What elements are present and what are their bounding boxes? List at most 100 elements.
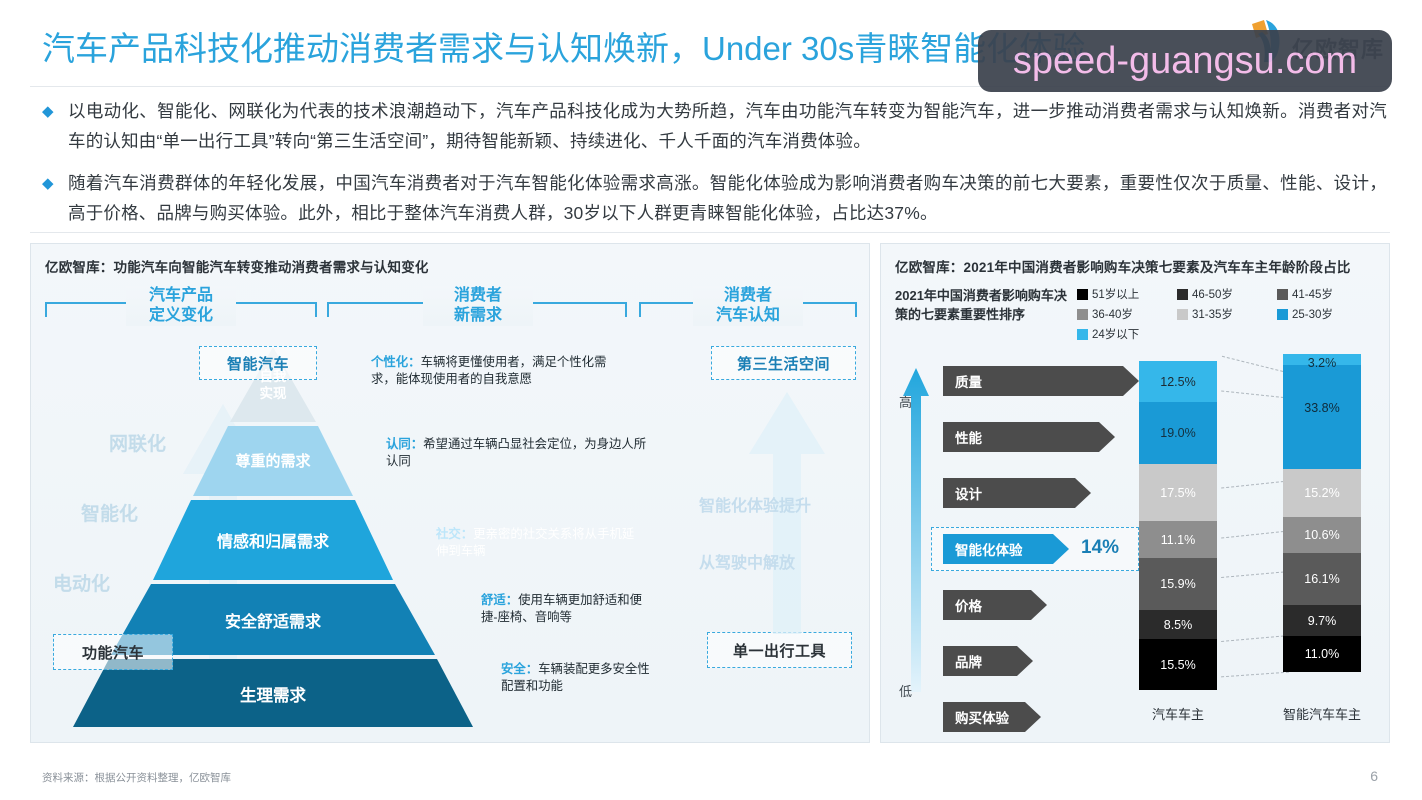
bar-segment: 10.6% [1283, 517, 1361, 553]
right-panel-caption: 亿欧智库：2021年中国消费者影响购车决策七要素及汽车车主年龄阶段占比 [895, 260, 1351, 275]
tag-function-car: 功能汽车 [53, 634, 173, 670]
tag-third-space-label: 第三生活空间 [736, 355, 830, 373]
bar-segment: 17.5% [1139, 464, 1217, 521]
note-2: 社交：更亲密的社交关系将从手机延伸到车辆 [436, 527, 635, 558]
factor-label-2: 性能 [955, 431, 982, 446]
bar-segment: 15.2% [1283, 469, 1361, 517]
note-1-key: 认同 [386, 437, 411, 451]
note-2-text: 更亲密的社交关系将从手机延伸到车辆 [436, 527, 635, 558]
bar-segment-value: 10.6% [1304, 528, 1340, 542]
pyramid-level-2: 安全舒适需求 [224, 614, 321, 631]
legend-item: 24岁以下 [1077, 326, 1177, 342]
pyramid-level-1: 生理需求 [240, 687, 306, 705]
bar-segment-value: 8.5% [1163, 617, 1193, 632]
bar-segment: 11.1% [1139, 521, 1217, 558]
section-header-1: 汽车产品 定义变化 [126, 286, 236, 326]
note-1-text: 希望通过车辆凸显社会定位，为身边人所认同 [386, 437, 647, 468]
bar-segment: 9.7% [1283, 605, 1361, 636]
factor-row-6: 品牌 [943, 646, 1033, 676]
left-diagram-panel: 亿欧智库：功能汽车向智能汽车转变推动消费者需求与认知变化 汽车产品 定义变化 消… [30, 243, 870, 743]
legend-item: 41-45岁 [1277, 286, 1377, 302]
bar-segment: 11.0% [1283, 636, 1361, 672]
legend-swatch [1077, 308, 1088, 320]
ghost-word-1: 智能化 [81, 504, 139, 525]
bar-segment-value: 16.1% [1304, 572, 1340, 586]
legend-label: 25-30岁 [1292, 309, 1333, 321]
legend-swatch [1177, 308, 1188, 320]
tag-third-space: 第三生活空间 [711, 346, 856, 380]
legend-swatch [1077, 288, 1088, 300]
bar-segment-value: 11.0% [1304, 647, 1340, 661]
note-4: 安全：车辆装配更多安全性配置和功能 [501, 662, 650, 693]
factor-label-1: 质量 [955, 375, 982, 390]
section-header-2: 消费者 新需求 [423, 286, 533, 326]
legend-item: 46-50岁 [1177, 286, 1277, 302]
axis-high-label: 高 [899, 395, 913, 410]
note-0-text: 车辆将更懂使用者，满足个性化需求，能体现使用者的自我意愿 [371, 355, 607, 386]
header-divider [30, 86, 1390, 87]
legend-label: 41-45岁 [1292, 289, 1333, 301]
bar-segment-value: 15.9% [1160, 577, 1196, 591]
axis-low-label: 低 [899, 684, 913, 699]
connector-line [1221, 355, 1289, 374]
bar-segment-value: 9.7% [1307, 613, 1337, 628]
bar-segment-value: 15.5% [1160, 657, 1196, 672]
connector-line [1221, 571, 1289, 578]
bar-segment: 8.5% [1139, 610, 1217, 639]
background-arrow-right-icon [749, 392, 825, 634]
legend-swatch [1277, 288, 1288, 300]
ghost-word-0: 网联化 [109, 434, 167, 455]
legend-swatch [1177, 288, 1188, 300]
legend-item: 25-30岁 [1277, 306, 1377, 322]
note-2-key: 社交 [436, 527, 461, 541]
bullet-item: ◆ 以电动化、智能化、网联化为代表的技术浪潮趋动下，汽车产品科技化成为大势所趋，… [42, 96, 1387, 156]
factor-label-6: 品牌 [955, 655, 982, 670]
section-header-3: 消费者 汽车认知 [693, 286, 803, 326]
section-header-2-line1: 消费者 [453, 287, 502, 304]
watermark-overlay: speed-guangsu.com [978, 30, 1392, 92]
bar-segment-value: 19.0% [1160, 426, 1196, 440]
bar-segment-value: 33.8% [1304, 401, 1340, 415]
diamond-bullet-icon: ◆ [42, 103, 54, 120]
connector-line [1221, 635, 1289, 642]
legend-label: 31-35岁 [1192, 309, 1233, 321]
tag-smart-car-label: 智能汽车 [226, 355, 289, 373]
bar-segment: 19.0% [1139, 402, 1217, 464]
tag-single-tool: 单一出行工具 [707, 632, 852, 668]
factor-row-2: 性能 [943, 422, 1115, 452]
legend-label: 36-40岁 [1092, 309, 1133, 321]
legend-swatch [1077, 328, 1088, 340]
bullet-text: 随着汽车消费群体的年轻化发展，中国汽车消费者对于汽车智能化体验需求高涨。智能化体… [68, 173, 1387, 223]
factor-row-3: 设计 [943, 478, 1091, 508]
legend-label: 46-50岁 [1192, 289, 1233, 301]
legend-item: 36-40岁 [1077, 306, 1177, 322]
ghost-word-right-0: 智能化体验提升 [699, 498, 812, 515]
bar-segment-value: 11.1% [1160, 532, 1196, 547]
bar-segment: 16.1% [1283, 553, 1361, 605]
section-header-1-line1: 汽车产品 [148, 287, 213, 304]
pyramid-level-3: 情感和归属需求 [216, 534, 329, 551]
pyramid-shape [73, 347, 473, 727]
pyramid-level-5-line2: 实现 [259, 386, 287, 401]
source-note: 资料来源：根据公开资料整理，亿欧智库 [42, 772, 231, 784]
section-header-1-line2: 定义变化 [148, 307, 213, 324]
ghost-word-right-1: 从驾驶中解放 [699, 555, 796, 572]
section-header-3-line1: 消费者 [723, 287, 772, 304]
tag-function-car-label: 功能汽车 [81, 644, 144, 662]
factor-row-5: 价格 [943, 590, 1047, 620]
pyramid-level-4: 尊重的需求 [235, 452, 311, 470]
legend-swatch [1277, 308, 1288, 320]
connector-line [1221, 480, 1289, 489]
bullets-divider [30, 232, 1390, 233]
note-1: 认同：希望通过车辆凸显社会定位，为身边人所认同 [386, 437, 647, 468]
ghost-word-2: 电动化 [53, 574, 111, 595]
right-chart-panel: 亿欧智库：2021年中国消费者影响购车决策七要素及汽车车主年龄阶段占比 2021… [880, 243, 1390, 743]
importance-axis-icon [903, 368, 929, 692]
connector-line [1221, 671, 1289, 678]
diamond-bullet-icon: ◆ [42, 175, 54, 192]
needs-pyramid: 自我 实现 尊重的需求 情感和归属需求 安全舒适需求 生理需求 [63, 339, 473, 727]
section-header-3-line2: 汽车认知 [715, 307, 780, 324]
bar-segment-value: 17.5% [1160, 485, 1196, 500]
stack-label-smart-car-owner: 智能汽车车主 [1282, 707, 1361, 722]
